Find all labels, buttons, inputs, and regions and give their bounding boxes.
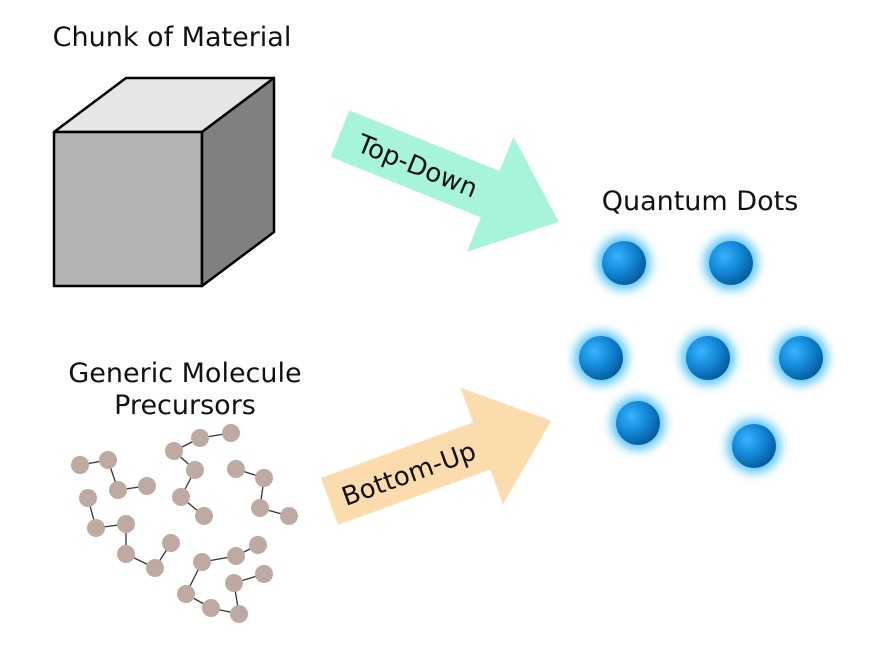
molecule-atom	[222, 424, 240, 442]
molecule-atom	[172, 488, 190, 506]
quantum-dots-cluster	[574, 236, 828, 473]
molecule-atom	[202, 599, 220, 617]
molecule-atom	[71, 456, 89, 474]
molecule-label-line1: Generic Molecule	[68, 358, 301, 389]
cube-side-face	[200, 76, 276, 288]
molecule-atoms	[71, 424, 298, 623]
molecule-atom	[255, 565, 273, 583]
molecule-atom	[117, 545, 135, 563]
quantum-dot	[681, 331, 735, 385]
molecule-atom	[146, 559, 164, 577]
quantum-dot	[597, 236, 651, 290]
material-cube	[52, 76, 276, 288]
molecule-atom	[177, 585, 195, 603]
molecule-atom	[109, 481, 127, 499]
top-down-arrow: Top-Down	[330, 110, 559, 252]
molecule-atom	[79, 489, 97, 507]
molecule-precursors	[71, 424, 298, 623]
molecule-atom	[193, 553, 211, 571]
quantum-dot	[704, 236, 758, 290]
bottom-up-arrow: Bottom-Up	[320, 387, 552, 525]
molecule-atom	[165, 442, 183, 460]
molecule-atom	[251, 499, 269, 517]
molecule-atom	[255, 469, 273, 487]
molecule-atom	[227, 460, 245, 478]
molecule-atom	[227, 547, 245, 565]
molecule-atom	[186, 461, 204, 479]
molecule-atom	[280, 507, 298, 525]
quantum-dot	[774, 331, 828, 385]
quantum-dots-label: Quantum Dots	[602, 186, 799, 217]
molecule-atom	[117, 515, 135, 533]
molecule-atom	[230, 605, 248, 623]
cube-front-face	[52, 130, 204, 288]
quantum-dot	[727, 419, 781, 473]
molecule-atom	[195, 507, 213, 525]
molecule-atom	[191, 429, 209, 447]
molecule-atom	[87, 519, 105, 537]
molecule-atom	[138, 477, 156, 495]
quantum-dot	[611, 396, 665, 450]
quantum-dot	[574, 331, 628, 385]
molecule-atom	[225, 574, 243, 592]
molecule-label-line2: Precursors	[114, 390, 256, 421]
chunk-of-material-label: Chunk of Material	[53, 22, 292, 53]
molecule-atom	[249, 536, 267, 554]
molecule-atom	[99, 451, 117, 469]
molecule-atom	[162, 534, 180, 552]
